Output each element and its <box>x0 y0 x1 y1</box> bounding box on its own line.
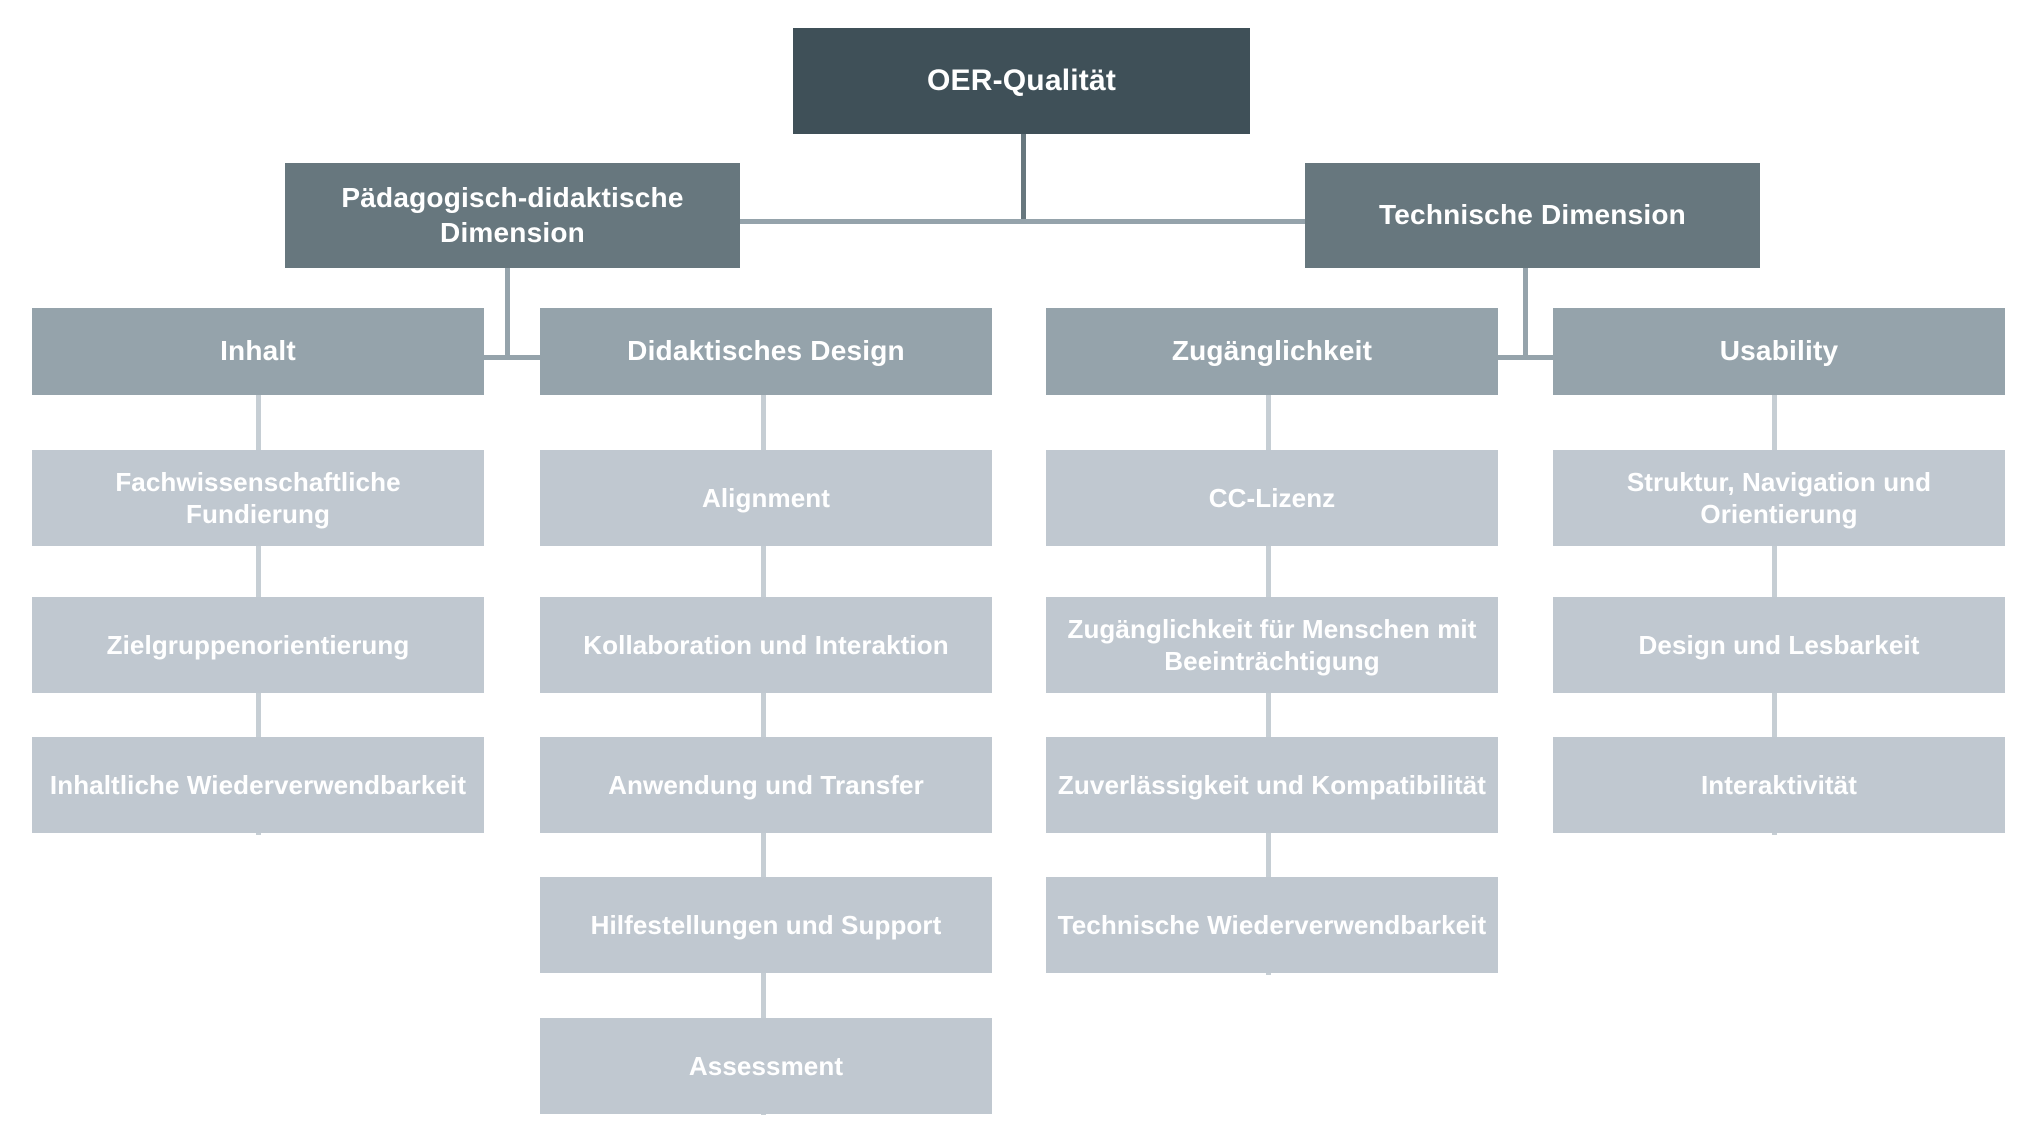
node-criterion-kollaboration-und-interaktion[interactable]: Kollaboration und Interaktion <box>540 597 992 693</box>
node-oer-qualitaet[interactable]: OER-Qualität <box>793 28 1250 134</box>
node-category-didaktisches-design[interactable]: Didaktisches Design <box>540 308 992 395</box>
node-criterion-zielgruppenorientierung[interactable]: Zielgruppenorientierung <box>32 597 484 693</box>
node-criterion-alignment[interactable]: Alignment <box>540 450 992 546</box>
connector-dimensions-bar <box>507 219 1540 224</box>
node-criterion-design-und-lesbarkeit[interactable]: Design und Lesbarkeit <box>1553 597 2005 693</box>
node-criterion-fachwissenschaftliche-fundierung[interactable]: Fachwissenschaftliche Fundierung <box>32 450 484 546</box>
node-criterion-inhaltliche-wiederverwendbarkeit[interactable]: Inhaltliche Wiederverwendbarkeit <box>32 737 484 833</box>
node-criterion-anwendung-und-transfer[interactable]: Anwendung und Transfer <box>540 737 992 833</box>
connector-tech-bar <box>1498 355 1558 360</box>
node-paedagogisch-didaktische-dimension[interactable]: Pädagogisch-didaktische Dimension <box>285 163 740 268</box>
connector-paed-stem <box>505 268 510 360</box>
node-category-inhalt[interactable]: Inhalt <box>32 308 484 395</box>
node-criterion-hilfestellungen-und-support[interactable]: Hilfestellungen und Support <box>540 877 992 973</box>
connector-paed-bar <box>483 355 543 360</box>
node-category-usability[interactable]: Usability <box>1553 308 2005 395</box>
node-criterion-zuverlaessigkeit-und-kompatibilitaet[interactable]: Zuverlässigkeit und Kompatibilität <box>1046 737 1498 833</box>
connector-root-stem <box>1021 134 1026 222</box>
node-technische-dimension[interactable]: Technische Dimension <box>1305 163 1760 268</box>
node-criterion-interaktivitaet[interactable]: Interaktivität <box>1553 737 2005 833</box>
node-criterion-struktur-navigation-und-orientierung[interactable]: Struktur, Navigation und Orientierung <box>1553 450 2005 546</box>
node-criterion-technische-wiederverwendbarkeit[interactable]: Technische Wiederverwendbarkeit <box>1046 877 1498 973</box>
node-criterion-cc-lizenz[interactable]: CC-Lizenz <box>1046 450 1498 546</box>
node-criterion-assessment[interactable]: Assessment <box>540 1018 992 1114</box>
node-category-zugaenglichkeit[interactable]: Zugänglichkeit <box>1046 308 1498 395</box>
node-criterion-zugaenglichkeit-fuer-menschen-mit-beeintraechtigung[interactable]: Zugänglichkeit für Menschen mit Beeinträ… <box>1046 597 1498 693</box>
connector-tech-stem <box>1523 268 1528 360</box>
